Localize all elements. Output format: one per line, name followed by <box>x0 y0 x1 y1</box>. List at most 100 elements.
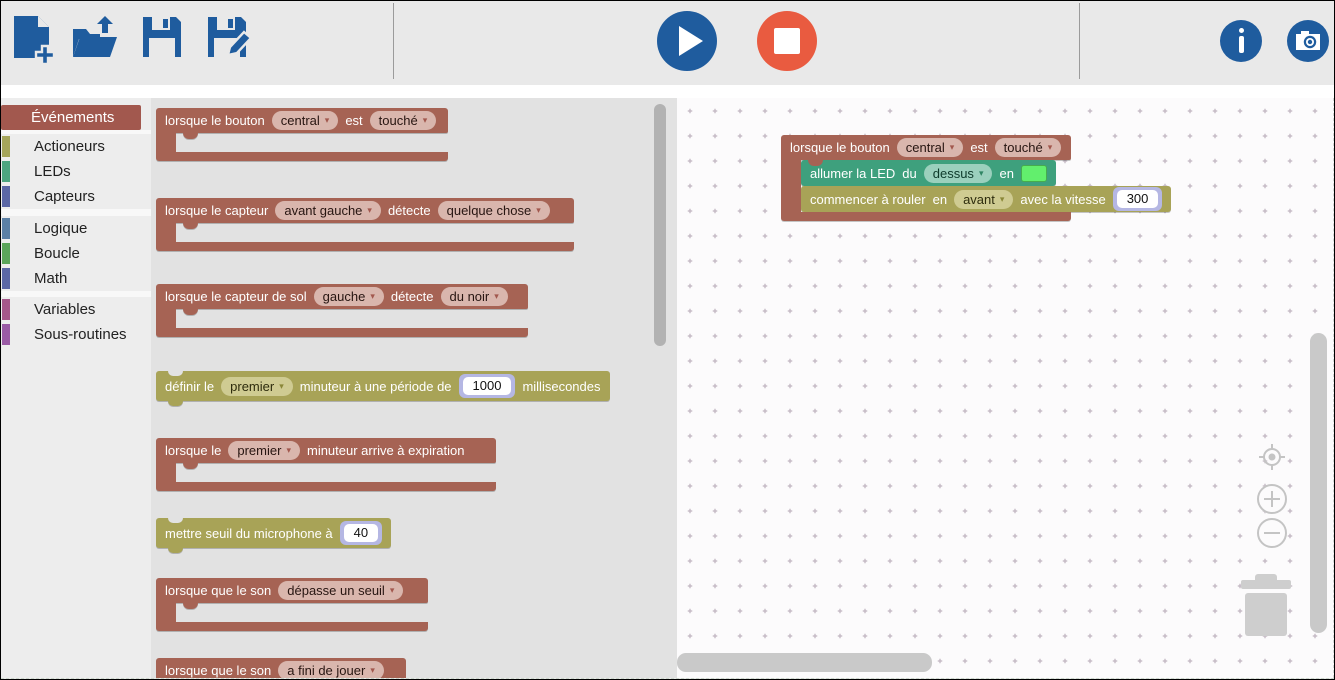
dropdown-value: central <box>280 113 320 128</box>
screenshot-button[interactable] <box>1287 20 1329 62</box>
workspace-horizontal-scrollbar[interactable] <box>677 653 932 672</box>
color-field[interactable] <box>1020 164 1047 182</box>
block-label: lorsque le capteur de sol <box>165 289 307 304</box>
dropdown-value: avant gauche <box>284 203 363 218</box>
connector-notch <box>183 463 198 469</box>
sidebar-item-evenements[interactable]: Événements <box>1 105 141 130</box>
number-value: 40 <box>343 524 379 542</box>
block-label: est <box>970 140 988 155</box>
block-arm <box>156 603 176 622</box>
category-color-strip <box>2 136 10 157</box>
dropdown-central[interactable]: central ▾ <box>271 111 339 130</box>
sidebar-item-variables[interactable]: Variables <box>1 297 151 322</box>
block-arm <box>781 212 1071 221</box>
dropdown-value: dessus <box>932 165 974 181</box>
sidebar-item-capteurs[interactable]: Capteurs <box>1 184 151 209</box>
category-color-strip <box>2 299 10 320</box>
save-icon <box>141 17 183 62</box>
block-arm <box>156 223 176 242</box>
dropdown-touch-[interactable]: touché▾ <box>369 111 437 130</box>
sidebar-item-sous-routines[interactable]: Sous-routines <box>1 322 151 347</box>
sidebar-item-leds[interactable]: LEDs <box>1 159 151 184</box>
connector-notch <box>183 603 198 609</box>
dropdown-value: a fini de jouer <box>287 663 366 678</box>
number-field[interactable]: 300 <box>1112 187 1163 211</box>
save-button[interactable] <box>141 15 183 62</box>
trash-button[interactable] <box>1239 573 1293 640</box>
block-arm <box>156 309 176 328</box>
category-color-strip <box>2 268 10 289</box>
sidebar-item-logique[interactable]: Logique <box>1 216 151 241</box>
dropdown-gauche[interactable]: gauche▾ <box>313 287 384 306</box>
block-label: minuteur arrive à expiration <box>306 443 465 458</box>
dropdown-arrow-icon: ▾ <box>978 167 984 178</box>
zoom-in-button[interactable] <box>1256 483 1288 518</box>
block-arm <box>156 463 176 482</box>
dropdown-premier[interactable]: premier▾ <box>221 376 293 396</box>
save-as-button[interactable] <box>206 15 254 62</box>
block-arm <box>156 328 528 337</box>
block-arm <box>156 622 428 631</box>
block-arm <box>156 482 496 491</box>
open-file-button[interactable] <box>71 15 119 64</box>
new-file-icon <box>9 16 56 66</box>
block-label: commencer à rouler <box>810 191 926 207</box>
category-group-gap <box>1 209 151 216</box>
dropdown-quelque-chose[interactable]: quelque chose▾ <box>437 201 550 220</box>
new-file-button[interactable] <box>9 15 56 66</box>
dropdown-a-fini-de-jouer[interactable]: a fini de jouer▾ <box>278 661 384 678</box>
dropdown-dessus[interactable]: dessus ▾ <box>923 163 993 183</box>
dropdown-d-passe-un-seuil[interactable]: dépasse un seuil▾ <box>278 581 404 600</box>
block-label: détecte <box>387 203 431 218</box>
dropdown-arrow-icon: ▾ <box>279 380 284 391</box>
palette-scrollbar[interactable] <box>654 104 666 346</box>
zoom-out-button[interactable] <box>1256 517 1288 552</box>
dropdown-central[interactable]: central▾ <box>896 138 964 157</box>
dropdown-touch-[interactable]: touché▾ <box>994 138 1062 157</box>
category-label: Capteurs <box>34 188 95 205</box>
workspace-vertical-scrollbar[interactable] <box>1310 333 1327 633</box>
category-label: Actioneurs <box>34 138 105 155</box>
run-button[interactable] <box>657 11 717 71</box>
toolbar-divider <box>1079 3 1080 79</box>
sidebar-item-math[interactable]: Math <box>1 266 151 291</box>
block-label: minuteur à une période de <box>299 378 452 394</box>
block-label: avec la vitesse <box>1020 191 1106 207</box>
dropdown-arrow-icon: ▾ <box>367 205 372 215</box>
camera-icon <box>1295 30 1321 54</box>
block-label: est <box>345 113 363 128</box>
sidebar-item-boucle[interactable]: Boucle <box>1 241 151 266</box>
dropdown-avant[interactable]: avant▾ <box>954 189 1014 209</box>
toolbar <box>1 1 1334 85</box>
category-label: Boucle <box>34 245 80 262</box>
number-field[interactable]: 1000 <box>458 374 516 398</box>
dropdown-du-noir[interactable]: du noir▾ <box>440 287 508 306</box>
category-group-gap <box>1 291 151 297</box>
zoom-reset-icon <box>1257 444 1287 475</box>
dropdown-value: du noir <box>449 289 490 304</box>
dropdown-arrow-icon: ▾ <box>999 193 1005 204</box>
block-arm <box>156 242 574 251</box>
sidebar-item-actioneurs[interactable]: Actioneurs <box>1 134 151 159</box>
dropdown-premier[interactable]: premier▾ <box>228 441 300 460</box>
dropdown-avant-gauche[interactable]: avant gauche ▾ <box>275 201 381 220</box>
info-button[interactable] <box>1220 20 1262 62</box>
stop-button[interactable] <box>757 11 817 71</box>
number-field[interactable]: 40 <box>339 521 383 545</box>
block-label: allumer la LED <box>810 165 896 181</box>
dropdown-arrow-icon: ▾ <box>324 115 330 125</box>
zoom-reset-button[interactable] <box>1257 442 1287 475</box>
